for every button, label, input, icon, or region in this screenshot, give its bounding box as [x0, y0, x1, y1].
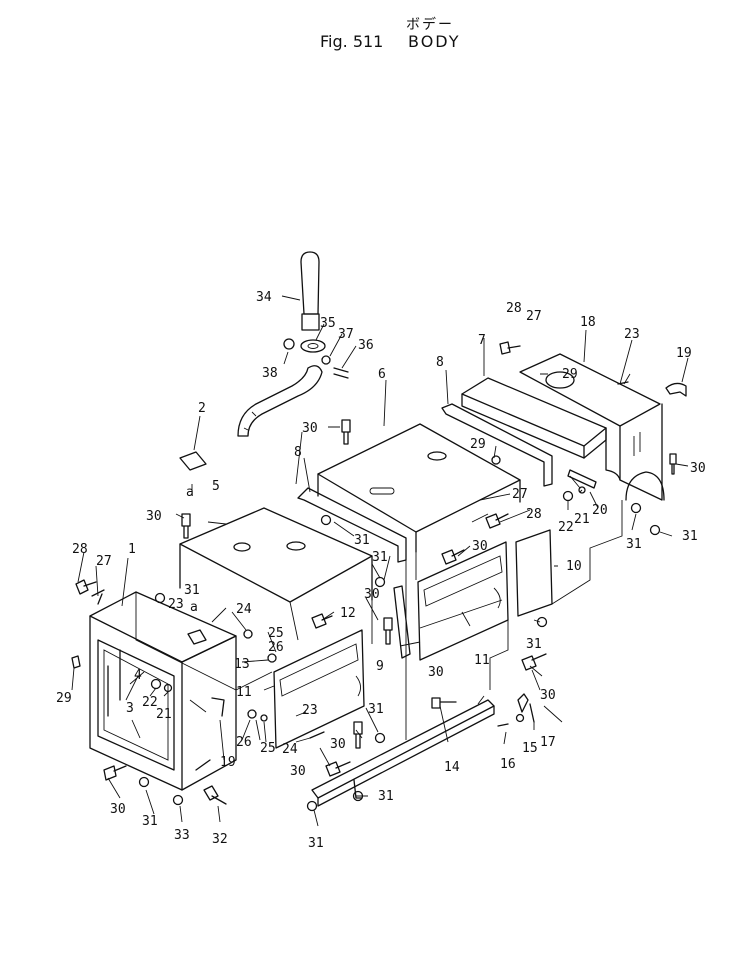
callout-29-center: 29 [470, 437, 486, 452]
callout-22-right: 22 [558, 520, 574, 535]
callout-11-right: 11 [474, 653, 490, 668]
callout-24-bottom: 24 [282, 742, 298, 757]
callout-5: 5 [212, 479, 220, 494]
callout-31-c: 31 [184, 583, 200, 598]
callout-1: 1 [128, 542, 136, 557]
callout-31-d: 31 [368, 702, 384, 717]
callout-6: 6 [378, 367, 386, 382]
post-9 [393, 585, 411, 659]
callout-26-bottom: 26 [236, 735, 252, 750]
rail-14 [311, 699, 495, 807]
callout-17: 17 [540, 735, 556, 750]
callout-33: 33 [174, 828, 190, 843]
support-frame [235, 500, 623, 740]
callout-31-f: 31 [308, 836, 324, 851]
callout-a-upper: a [186, 485, 194, 500]
callout-28-left: 28 [72, 542, 88, 557]
callout-23-center: 23 [302, 703, 318, 718]
callout-36: 36 [358, 338, 374, 353]
figure-number: Fig. 511 [320, 32, 384, 51]
callout-30-right: 30 [472, 539, 488, 554]
callout-30-rear: 30 [540, 688, 556, 703]
center-hood-6 [317, 423, 521, 553]
bracket-strip-8-right [441, 403, 553, 487]
callout-25-bottom: 25 [260, 741, 276, 756]
callout-29-left: 29 [56, 691, 72, 706]
callout-31-b: 31 [372, 550, 388, 565]
callout-3: 3 [126, 701, 134, 716]
callout-4: 4 [134, 668, 142, 683]
callout-15: 15 [522, 741, 538, 756]
callout-31-h: 31 [526, 637, 542, 652]
callout-22-left: 22 [142, 695, 158, 710]
callout-31-j: 31 [682, 529, 698, 544]
callout-28-center: 28 [526, 507, 542, 522]
callout-34: 34 [256, 290, 272, 305]
callout-14: 14 [444, 760, 460, 775]
callout-20: 20 [592, 503, 608, 518]
callout-24-top: 24 [236, 602, 252, 617]
callout-30-hood: 30 [146, 509, 162, 524]
side-panel-10 [515, 529, 553, 617]
callout-21-right: 21 [574, 512, 590, 527]
callout-30-mid: 30 [330, 737, 346, 752]
callout-30-left: 30 [110, 802, 126, 817]
front-guard-1 [89, 591, 237, 791]
exhaust-stack [283, 251, 349, 379]
clip-19 [665, 382, 687, 397]
callout-23-right: 23 [624, 327, 640, 342]
callout-27-left: 27 [96, 554, 112, 569]
figure-name: BODY [408, 32, 461, 51]
callout-16: 16 [500, 757, 516, 772]
callout-19-top: 19 [676, 346, 692, 361]
callout-32: 32 [212, 832, 228, 847]
callout-19-bottom: 19 [220, 755, 236, 770]
callout-30-rail: 30 [428, 665, 444, 680]
callout-26-top: 26 [268, 640, 284, 655]
callout-31-e: 31 [378, 789, 394, 804]
title-kana: ボデー [406, 17, 454, 33]
callout-2: 2 [198, 401, 206, 416]
callout-38: 38 [262, 366, 278, 381]
callout-a-lower: a [190, 600, 198, 615]
callout-31-i: 31 [626, 537, 642, 552]
bolts-30 [75, 341, 677, 805]
callout-30-top: 30 [302, 421, 318, 436]
front-hood-5 [179, 507, 373, 603]
callout-25-top: 25 [268, 626, 284, 641]
callout-13: 13 [234, 657, 250, 672]
small-parts [71, 381, 629, 771]
callout-23-left: 23 [168, 597, 184, 612]
callout-35: 35 [320, 316, 336, 331]
callout-30-low: 30 [290, 764, 306, 779]
callout-21-left: 21 [156, 707, 172, 722]
callout-37: 37 [338, 327, 354, 342]
side-panel-11-right [417, 541, 509, 661]
bracket-strip-8-left [297, 487, 407, 563]
callout-31-a: 31 [354, 533, 370, 548]
callout-27-right: 27 [526, 309, 542, 324]
callout-9: 9 [376, 659, 384, 674]
callout-18: 18 [580, 315, 596, 330]
callout-29-right: 29 [562, 367, 578, 382]
callout-28-right: 28 [506, 301, 522, 316]
callout-30-far-right: 30 [690, 461, 706, 476]
callout-7: 7 [478, 333, 486, 348]
callout-10: 10 [566, 559, 582, 574]
rear-hood-18 [519, 353, 665, 501]
callout-30-center: 30 [364, 587, 380, 602]
callout-12: 12 [340, 606, 356, 621]
callout-31-g: 31 [142, 814, 158, 829]
leader-lines [71, 295, 689, 827]
exhaust-elbow-pipe [237, 365, 323, 437]
side-panel-11-left [273, 629, 365, 749]
callout-8-right: 8 [436, 355, 444, 370]
callout-11-left: 11 [236, 685, 252, 700]
callout-8-left: 8 [294, 445, 302, 460]
callout-27-center: 27 [512, 487, 528, 502]
